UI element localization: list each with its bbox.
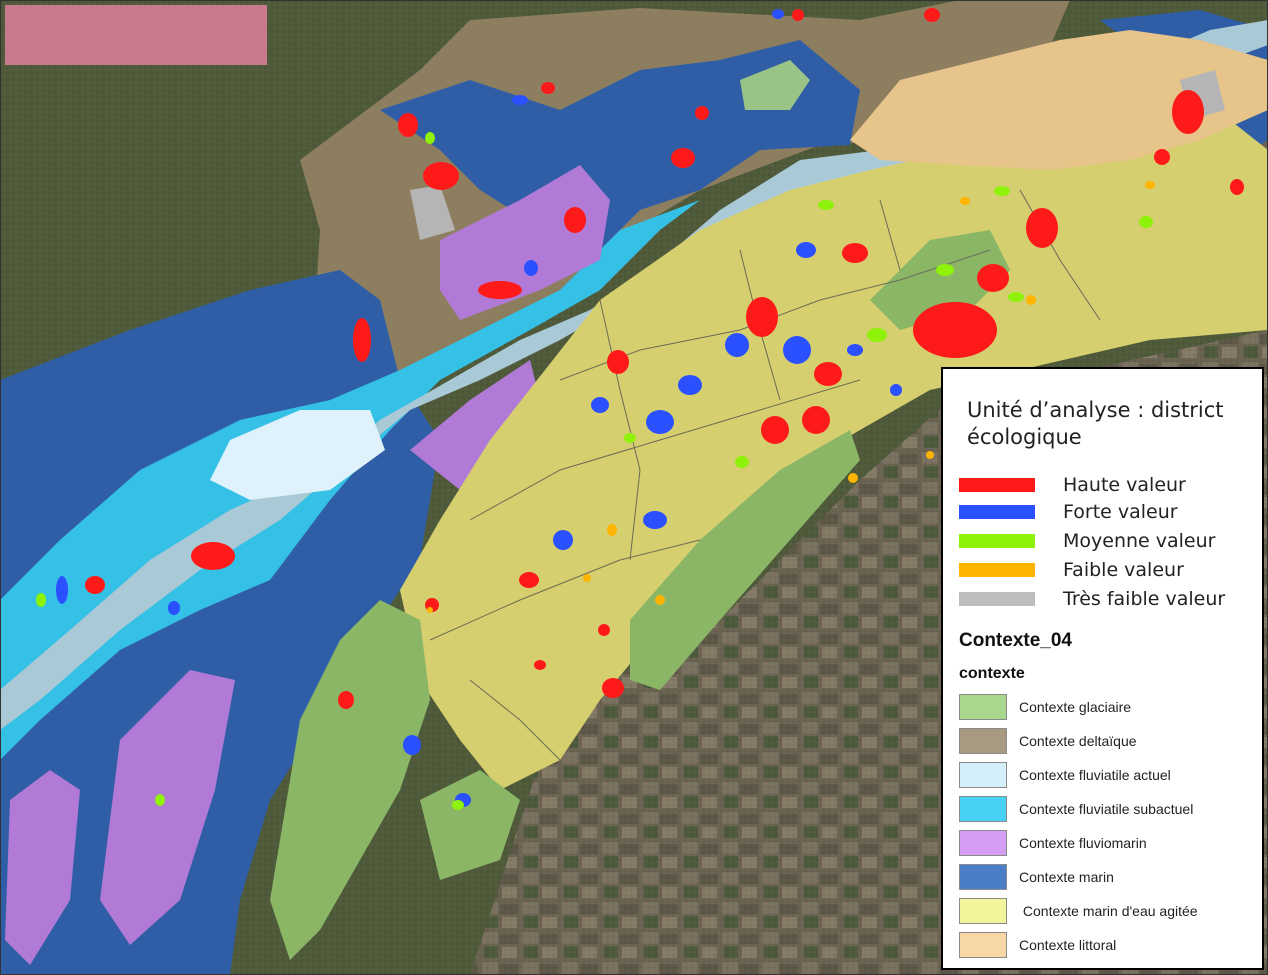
legend-item-moyenne-valeur: Moyenne valeur xyxy=(959,529,1264,555)
label-contexte-deltaique: Contexte deltaïque xyxy=(1019,733,1137,749)
swatch-contexte-fluviatile-subactuel xyxy=(959,796,1007,822)
legend-item-faible-valeur: Faible valeur xyxy=(959,558,1264,584)
legend-field-name: contexte xyxy=(959,665,1025,682)
legend-item-contexte-littoral: Contexte littoral xyxy=(959,932,1264,960)
legend-item-contexte-fluviatile-subactuel: Contexte fluviatile subactuel xyxy=(959,796,1264,824)
zone-marin-agitee xyxy=(400,110,1268,790)
swatch-contexte-fluviomarin xyxy=(959,830,1007,856)
label-contexte-fluviomarin: Contexte fluviomarin xyxy=(1019,835,1147,851)
label-tres-faible-valeur: Très faible valeur xyxy=(1063,588,1226,610)
legend-item-contexte-fluviatile-actuel: Contexte fluviatile actuel xyxy=(959,762,1264,790)
swatch-haute-valeur xyxy=(959,478,1035,492)
label-contexte-fluviatile-actuel: Contexte fluviatile actuel xyxy=(1019,767,1171,783)
zone-glaciaire-4 xyxy=(420,770,520,880)
label-contexte-marin-eau-agitee: Contexte marin d'eau agitée xyxy=(1019,903,1198,919)
swatch-faible-valeur xyxy=(959,563,1035,577)
swatch-tres-faible-valeur xyxy=(959,592,1035,606)
swatch-contexte-marin-eau-agitee xyxy=(959,898,1007,924)
label-moyenne-valeur: Moyenne valeur xyxy=(1063,530,1216,552)
label-faible-valeur: Faible valeur xyxy=(1063,559,1184,581)
patches-moyenne-valeur xyxy=(36,132,1153,810)
legend-item-contexte-fluviomarin: Contexte fluviomarin xyxy=(959,830,1264,858)
zone-glaciaire-north xyxy=(740,60,810,110)
swatch-moyenne-valeur xyxy=(959,534,1035,548)
label-contexte-fluviatile-subactuel: Contexte fluviatile subactuel xyxy=(1019,801,1194,817)
zone-fluviomarin-4 xyxy=(5,770,80,965)
patches-haute-valeur xyxy=(85,8,1244,709)
legend-item-contexte-glaciaire: Contexte glaciaire xyxy=(959,694,1264,722)
legend-item-tres-faible-valeur: Très faible valeur xyxy=(959,587,1264,613)
district-boundaries xyxy=(429,189,1101,761)
legend-item-contexte-marin-eau-agitee: Contexte marin d'eau agitée xyxy=(959,898,1264,926)
patches-forte-valeur xyxy=(56,9,902,807)
swatch-contexte-glaciaire xyxy=(959,694,1007,720)
label-forte-valeur: Forte valeur xyxy=(1063,501,1178,523)
imagery-pink-patch xyxy=(5,5,267,65)
zone-marin-north xyxy=(380,40,860,250)
zone-fluviatile-subactuel xyxy=(0,200,700,760)
zone-littoral xyxy=(850,30,1268,170)
swatch-contexte-marin xyxy=(959,864,1007,890)
zone-fluviatile-actuel xyxy=(210,410,385,500)
legend-item-contexte-marin: Contexte marin xyxy=(959,864,1264,892)
legend-title: Unité d’analyse : district écologique xyxy=(967,398,1224,449)
legend-layer-name: Contexte_04 xyxy=(959,630,1072,651)
swatch-contexte-fluviatile-actuel xyxy=(959,762,1007,788)
label-contexte-marin: Contexte marin xyxy=(1019,869,1114,885)
legend-item-forte-valeur: Forte valeur xyxy=(959,500,1264,526)
legend-item-contexte-deltaique: Contexte deltaïque xyxy=(959,728,1264,756)
label-haute-valeur: Haute valeur xyxy=(1063,474,1186,496)
swatch-forte-valeur xyxy=(959,505,1035,519)
label-contexte-glaciaire: Contexte glaciaire xyxy=(1019,699,1132,715)
swatch-contexte-littoral xyxy=(959,932,1007,958)
label-contexte-littoral: Contexte littoral xyxy=(1019,937,1117,953)
patches-faible-valeur xyxy=(427,181,1155,613)
zone-fluviomarin-1 xyxy=(440,165,610,320)
zone-glaciaire-2 xyxy=(630,430,860,690)
zone-tres-faible-1 xyxy=(410,185,455,240)
map-legend: Unité d’analyse : district écologique Ha… xyxy=(941,367,1264,970)
legend-item-haute-valeur: Haute valeur xyxy=(959,473,1264,499)
zone-fluviomarin-3 xyxy=(100,670,235,945)
zone-glaciaire-1 xyxy=(270,600,430,960)
swatch-contexte-deltaique xyxy=(959,728,1007,754)
